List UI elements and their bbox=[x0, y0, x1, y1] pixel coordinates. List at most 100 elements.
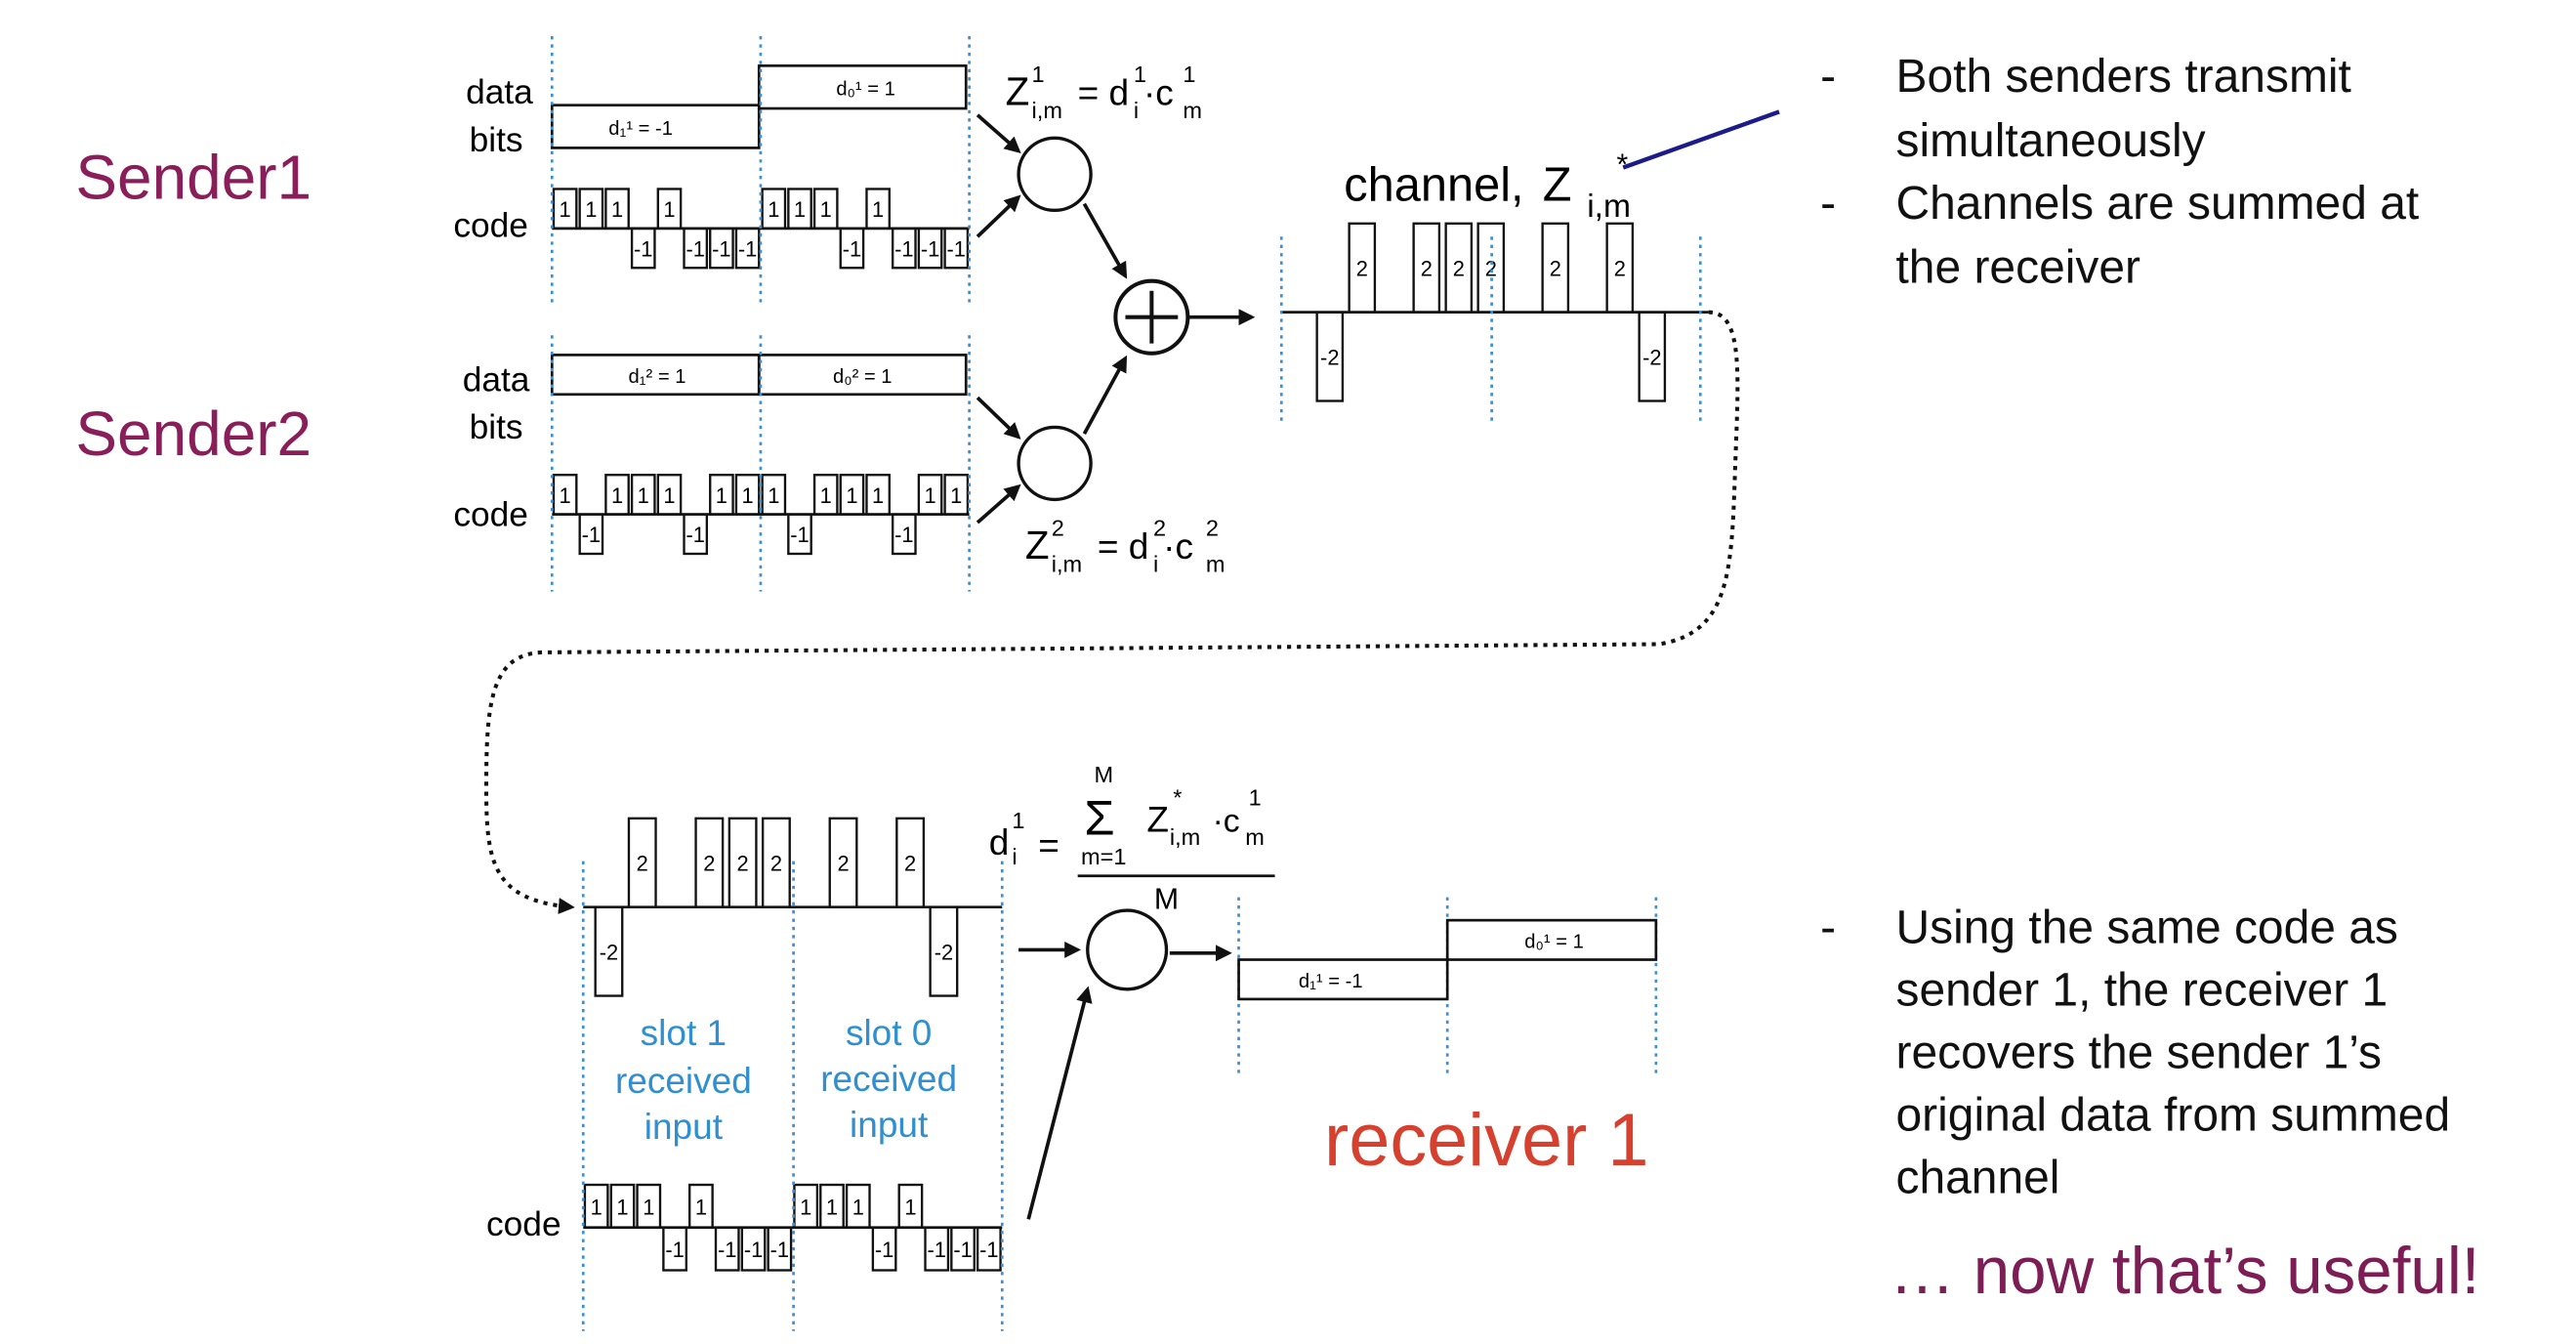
svg-text:1: 1 bbox=[1183, 62, 1195, 87]
received-level-value: 2 bbox=[737, 852, 749, 876]
bullet-list-top: -Both senders transmit simultaneously -C… bbox=[1820, 46, 2419, 299]
svg-text:i,m: i,m bbox=[1587, 189, 1631, 225]
received-level-value: 2 bbox=[770, 852, 782, 876]
s1-code-chip-value: -1 bbox=[712, 236, 730, 261]
s2-code-chip bbox=[734, 474, 761, 516]
svg-text:i: i bbox=[1134, 98, 1139, 123]
s2-code-chip-value: 1 bbox=[950, 483, 962, 508]
r-code-chip-value: 1 bbox=[643, 1195, 654, 1219]
bullet-3-line3: recovers the sender 1’s bbox=[1895, 1027, 2383, 1080]
s1-code-chip bbox=[917, 227, 943, 270]
channel-level-value: -2 bbox=[1642, 345, 1661, 369]
bullet-2-line2: the receiver bbox=[1895, 240, 2141, 294]
svg-text:*: * bbox=[1616, 148, 1628, 181]
s1-code-chip-value: 1 bbox=[794, 197, 806, 222]
svg-text:=: = bbox=[1038, 824, 1059, 865]
received-level bbox=[594, 905, 624, 997]
bullet-list-bottom: -Using the same code as sender 1, the re… bbox=[1820, 898, 2450, 1210]
bits-label: bits bbox=[470, 408, 523, 446]
s2-code-chip bbox=[552, 474, 578, 516]
s1-code-chip-value: 1 bbox=[560, 197, 571, 222]
s2-code-chip-value: 1 bbox=[716, 483, 727, 508]
flow-arrows bbox=[976, 113, 1256, 525]
s1-code-chip bbox=[891, 227, 917, 270]
channel-to-receiver-connector bbox=[483, 310, 1740, 914]
r-code-chip bbox=[924, 1226, 950, 1272]
r-bit-slot1 bbox=[1237, 958, 1449, 1001]
r-code-chip bbox=[897, 1183, 924, 1229]
s2-code-chip bbox=[865, 474, 891, 516]
multiplier-circle-2 bbox=[1017, 425, 1093, 502]
svg-text:i,m: i,m bbox=[1052, 551, 1082, 576]
svg-text:M: M bbox=[1094, 762, 1113, 787]
r-code-chip-value: -1 bbox=[979, 1238, 998, 1262]
decode-formula: d 1 i = M Σ m=1 Z * i,m ·c 1 m M bbox=[989, 762, 1275, 915]
svg-text:·c: ·c bbox=[1143, 72, 1174, 113]
svg-text:m: m bbox=[1245, 824, 1265, 850]
slot-labels: slot 1 received input slot 0 received in… bbox=[615, 1012, 957, 1147]
receiver-label: receiver 1 bbox=[1324, 1097, 1649, 1182]
channel-level-value: 2 bbox=[1356, 257, 1368, 281]
s2-code-chip bbox=[839, 474, 865, 516]
receiver-arrows bbox=[1018, 942, 1232, 1220]
svg-text:channel,: channel, bbox=[1344, 158, 1523, 211]
r-bit-slot0 bbox=[1445, 918, 1658, 961]
bullet-1-line2: simultaneously bbox=[1895, 113, 2206, 167]
s2-code-chip bbox=[656, 474, 683, 516]
s2-code-chip-value: 1 bbox=[768, 483, 779, 508]
s2-code-chip-value: 1 bbox=[820, 483, 832, 508]
s1-code-chip-value: 1 bbox=[663, 197, 675, 222]
channel-level bbox=[1444, 222, 1474, 314]
r-code-chip bbox=[871, 1226, 897, 1272]
s1-code-chip-value: 1 bbox=[820, 197, 832, 222]
r-bit-slot1-label: d₁¹ = -1 bbox=[1299, 971, 1363, 992]
s2-bit-slot1-label: d₁² = 1 bbox=[628, 366, 686, 388]
channel-level-value: 2 bbox=[1421, 257, 1433, 281]
s1-code-chip bbox=[683, 227, 709, 270]
received-level bbox=[828, 817, 858, 908]
r-code-chip bbox=[976, 1226, 1002, 1272]
s2-code-chip-value: 1 bbox=[872, 483, 884, 508]
r-code-chip-value: -1 bbox=[875, 1238, 893, 1262]
s2-code-chip-value: 1 bbox=[663, 483, 675, 508]
received-level-value: 2 bbox=[637, 852, 648, 876]
bullet-3-line5: channel bbox=[1895, 1152, 2060, 1205]
pointer-line bbox=[1622, 109, 1780, 170]
s2-code-chip bbox=[917, 474, 943, 516]
svg-text:1: 1 bbox=[1134, 62, 1146, 87]
r-code-chip-value: 1 bbox=[800, 1195, 811, 1219]
r-code-chip bbox=[714, 1226, 740, 1272]
channel-level-value: 2 bbox=[1550, 257, 1561, 281]
s2-code-chip-value: 1 bbox=[846, 483, 857, 508]
r-code-chip-value: 1 bbox=[591, 1195, 602, 1219]
received-level bbox=[627, 817, 657, 908]
s1-code-chip-value: -1 bbox=[921, 236, 939, 261]
received-level-value: -2 bbox=[600, 941, 618, 965]
r-code-chip-value: 1 bbox=[904, 1195, 916, 1219]
s2-code-chip bbox=[787, 513, 812, 556]
r-code-chip bbox=[662, 1226, 688, 1272]
s1-code-chip-value: 1 bbox=[872, 197, 884, 222]
svg-text:i,m: i,m bbox=[1032, 98, 1062, 123]
r-code-chip-value: 1 bbox=[852, 1195, 864, 1219]
channel-level-value: -2 bbox=[1320, 345, 1339, 369]
footer-text: … now that’s useful! bbox=[1889, 1236, 2480, 1309]
channel-level bbox=[1541, 222, 1570, 314]
s1-code-chip bbox=[865, 188, 891, 231]
bullet-1-line1: Both senders transmit bbox=[1895, 51, 2351, 104]
s2-code-chip bbox=[604, 474, 630, 516]
s2-code-chip bbox=[812, 474, 839, 516]
channel-label: channel, Z * i,m bbox=[1344, 148, 1631, 225]
multiplier-circle-1 bbox=[1017, 136, 1093, 213]
s1-code-chip bbox=[943, 227, 970, 270]
slot1-input: input bbox=[644, 1106, 724, 1147]
s2-code-chip-value: -1 bbox=[582, 523, 601, 547]
s2-code-chip-value: -1 bbox=[894, 523, 913, 547]
code-label: code bbox=[486, 1205, 561, 1243]
s2-code-chip bbox=[683, 513, 709, 556]
